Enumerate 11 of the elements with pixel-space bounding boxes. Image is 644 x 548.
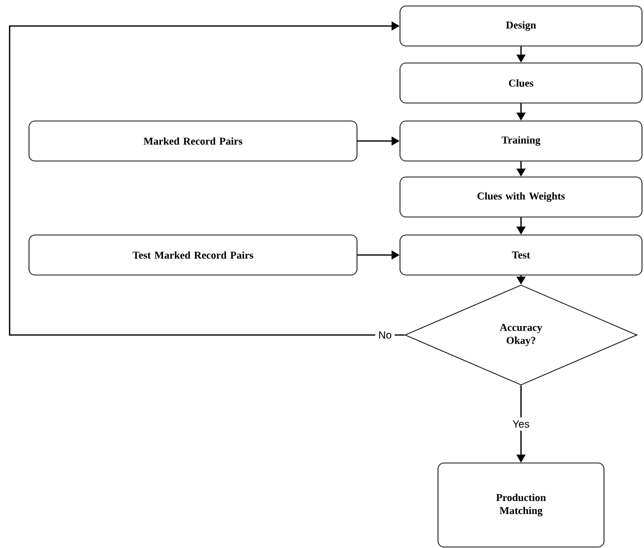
edge-label: Yes	[509, 417, 533, 431]
process-box: Marked Record Pairs	[28, 120, 358, 162]
process-box: Test	[400, 234, 642, 276]
process-box: Design	[400, 6, 642, 46]
process-box: Clues with Weights	[400, 176, 642, 218]
edge-label: No	[375, 328, 395, 342]
process-box: Training	[400, 120, 642, 162]
process-box: Production Matching	[438, 462, 604, 548]
process-box: Clues	[400, 62, 642, 104]
process-box: Test Marked Record Pairs	[28, 234, 358, 276]
arrow	[8, 21, 405, 336]
